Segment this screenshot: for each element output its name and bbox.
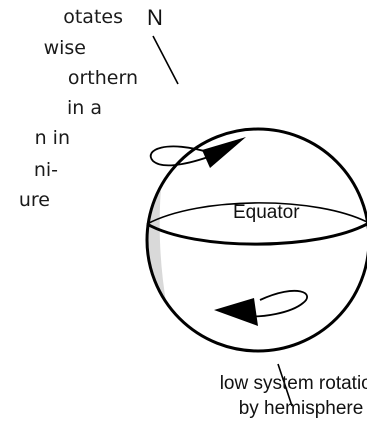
side-text-line-6: ni- <box>0 160 58 181</box>
north-pole-label: N <box>147 6 163 30</box>
side-text-line-4: in a <box>0 98 102 119</box>
side-text-line-7: ure <box>0 190 50 211</box>
axis-north-line <box>153 36 178 84</box>
caption-line-2-text: by hemisphere <box>239 398 364 420</box>
side-text-line-3: orthern <box>0 68 138 89</box>
side-text-line-1: otates <box>0 7 123 28</box>
caption-line-1-text: low system rotation <box>220 373 367 395</box>
side-text-line-2: wise <box>0 38 86 59</box>
equator-label: Equator <box>233 202 300 224</box>
side-text-line-5: n in <box>0 128 70 149</box>
